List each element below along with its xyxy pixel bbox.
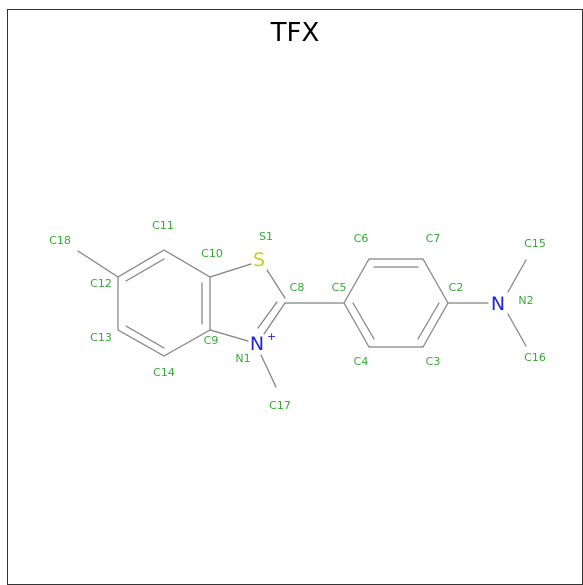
bond-c13-c14 bbox=[117, 329, 165, 357]
bond-c5-c6 bbox=[343, 258, 370, 304]
label-c9: C9 bbox=[204, 334, 219, 347]
label-c13: C13 bbox=[90, 331, 112, 344]
label-c18: C18 bbox=[49, 234, 71, 247]
bond-n2-c16 bbox=[507, 313, 527, 347]
bonds bbox=[77, 249, 527, 388]
bond-s1-c8 bbox=[266, 269, 286, 299]
heteroatom-symbols: S N + N bbox=[250, 249, 505, 355]
atom-s1: S bbox=[253, 249, 265, 271]
label-c8: C8 bbox=[290, 281, 305, 294]
bond-c7-c2 bbox=[422, 258, 449, 304]
atom-labels: S1 N1 N2 C2 C3 C4 C5 C6 C7 C8 C9 C10 C11… bbox=[49, 219, 546, 412]
label-c3: C3 bbox=[426, 355, 441, 368]
label-c6: C6 bbox=[354, 232, 369, 245]
bond-c4-c5-inner bbox=[352, 302, 375, 340]
bond-n2-c15 bbox=[507, 259, 527, 293]
bond-c11-c12-inner bbox=[125, 258, 165, 282]
bond-c10-c11 bbox=[163, 249, 211, 278]
bond-n1-c17 bbox=[260, 354, 277, 388]
label-c5: C5 bbox=[332, 281, 347, 294]
bond-c8-n1 bbox=[263, 302, 286, 335]
label-c10: C10 bbox=[201, 247, 223, 260]
label-c15: C15 bbox=[524, 237, 546, 250]
bond-c12-c18 bbox=[77, 250, 119, 278]
atom-n1: N bbox=[250, 333, 264, 355]
label-s1: S1 bbox=[259, 230, 273, 243]
label-c16: C16 bbox=[524, 351, 546, 364]
label-c4: C4 bbox=[354, 355, 369, 368]
label-c11: C11 bbox=[152, 219, 174, 232]
label-c14: C14 bbox=[153, 366, 175, 379]
bond-c13-c14-inner bbox=[125, 325, 165, 349]
bond-c10-s1 bbox=[209, 263, 252, 278]
molecule-diagram: S N + N S1 N1 N2 C2 C3 C4 C5 C6 C7 C8 C9… bbox=[49, 219, 546, 412]
label-c12: C12 bbox=[90, 277, 112, 290]
bond-c8-n1-inner bbox=[257, 301, 278, 329]
bond-c2-c3 bbox=[422, 302, 449, 348]
label-c2: C2 bbox=[449, 281, 464, 294]
bond-c14-c9 bbox=[163, 329, 211, 357]
atom-n2: N bbox=[491, 293, 505, 315]
label-n2: N2 bbox=[518, 294, 533, 307]
diagram-title: TFX bbox=[270, 18, 320, 48]
atom-n1-charge: + bbox=[267, 330, 276, 343]
bond-c4-c5 bbox=[343, 302, 370, 348]
label-n1: N1 bbox=[235, 352, 250, 365]
label-c7: C7 bbox=[426, 232, 441, 245]
diagram-frame: TFX bbox=[7, 9, 583, 585]
label-c17: C17 bbox=[269, 399, 291, 412]
bond-n1-c9 bbox=[209, 329, 249, 342]
bond-c11-c12 bbox=[117, 249, 165, 278]
bond-c2-c3-inner bbox=[417, 302, 440, 340]
